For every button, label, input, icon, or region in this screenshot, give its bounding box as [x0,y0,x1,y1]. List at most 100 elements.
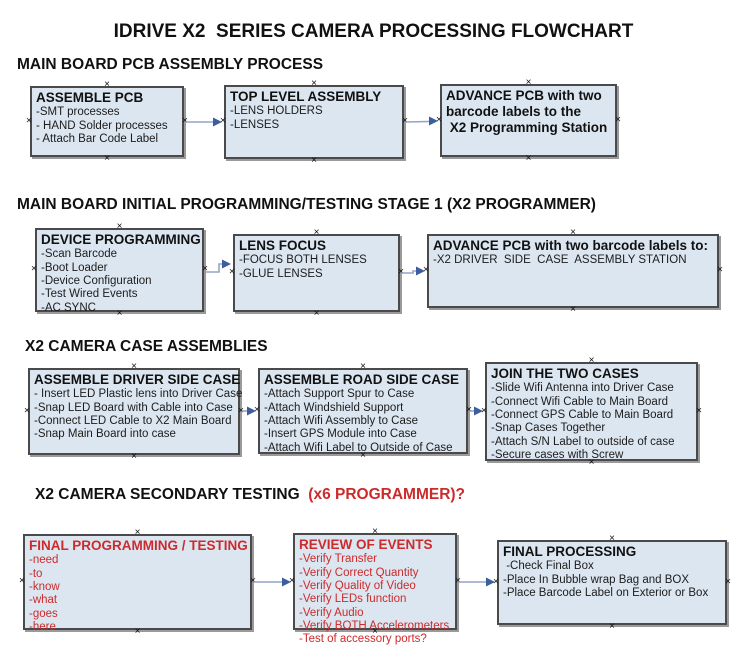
section-heading-secondary-testing-red: (x6 PROGRAMMER)? [308,486,466,503]
flow-box-assemble-pcb: ASSEMBLE PCB -SMT processes - HAND Solde… [26,80,188,164]
flow-box-advance-pcb-programming-station: ADVANCE PCB with two barcode labels to t… [436,78,621,164]
connection-handle-icon: × [289,575,295,586]
flow-box-assemble-road-side-case: ASSEMBLE ROAD SIDE CASE -Attach Support … [254,362,472,461]
connection-handle-icon: × [455,575,461,586]
box-title: ADVANCE PCB with two barcode labels to: [433,238,709,253]
connection-handle-icon: × [588,457,595,468]
section-heading-secondary-testing-black: X2 CAMERA SECONDARY TESTING [35,486,309,503]
connection-handle-icon: × [402,115,408,127]
box-step: -Place In Bubble wrap Bag and BOX [503,573,690,586]
box-title: ASSEMBLE PCB [36,90,144,105]
connector-arrow [402,266,425,276]
box-step: -Attach Support Spur to Case [264,388,415,401]
connection-handle-icon: × [717,264,723,276]
flow-box-final-programming-testing: FINAL PROGRAMMING / TESTING -need -to -k… [19,528,256,637]
box-step: -Attach Wifi Assembly to Case [264,414,419,427]
box-title: ASSEMBLE ROAD SIDE CASE [264,372,460,387]
box-title: FINAL PROGRAMMING / TESTING [29,538,248,553]
box-title: FINAL PROCESSING [503,544,637,559]
box-title: REVIEW OF EVENTS [299,537,433,552]
flow-box-top-level-assembly: TOP LEVEL ASSEMBLY -LENS HOLDERS -LENSES… [220,79,408,166]
connection-handle-icon: × [104,79,110,90]
connection-handle-icon: × [696,405,702,416]
connector-arrow [206,259,231,273]
connection-handle-icon: × [116,308,123,319]
box-title: X2 Programming Station [446,120,608,136]
box-step: -Place Barcode Label on Exterior or Box [503,586,709,599]
connection-handle-icon: × [229,266,235,278]
flow-box-advance-pcb-driver-side-station: ADVANCE PCB with two barcode labels to: … [423,228,723,315]
connection-handle-icon: × [525,77,532,88]
flowchart-title: IDRIVE X2 SERIES CAMERA PROCESSING FLOWC… [113,21,634,42]
section-heading-initial-programming: MAIN BOARD INITIAL PROGRAMMING/TESTING S… [17,196,596,213]
connection-handle-icon: × [313,308,320,319]
box-step: -Boot Loader [41,261,108,274]
connection-handle-icon: × [202,263,208,275]
connection-handle-icon: × [134,527,141,538]
connection-handle-icon: × [104,153,110,164]
connection-handle-icon: × [570,304,576,315]
connection-handle-icon: × [570,227,576,238]
connector-arrow [254,577,291,587]
box-step: -Snap Cases Together [491,422,606,435]
box-step: - Attach Bar Code Label [36,132,159,145]
box-step: -LENSES [230,118,280,131]
connection-handle-icon: × [182,115,188,126]
box-title: ASSEMBLE DRIVER SIDE CASE [34,372,241,387]
box-step: -X2 DRIVER SIDE CASE ASSEMBLY STATION [433,254,687,267]
flow-box-assemble-driver-side-case: ASSEMBLE DRIVER SIDE CASE - Insert LED P… [24,362,244,462]
connection-handle-icon: × [372,626,378,637]
box-step: -need [29,554,59,567]
connector-arrow [405,116,438,126]
connection-handle-icon: × [116,221,123,232]
connection-handle-icon: × [493,576,499,587]
box-title: DEVICE PROGRAMMING [41,232,201,247]
box-step: -AC SYNC [41,301,96,314]
box-step: -Scan Barcode [41,248,118,261]
box-step: -Verify Quality of Video [299,579,416,592]
box-step: -Connect GPS Cable to Main Board [491,408,674,421]
connection-handle-icon: × [398,266,404,278]
box-step: -Check Final Box [503,560,594,573]
flow-box-device-programming: DEVICE PROGRAMMING -Scan Barcode -Boot L… [31,222,208,319]
box-step: - Insert LED Plastic lens into Driver Ca… [34,388,243,401]
box-step: -to [29,567,43,580]
box-step: -SMT processes [36,106,120,119]
flow-box-review-of-events: REVIEW OF EVENTS -Verify Transfer -Verif… [289,527,461,646]
box-step: -Attach S/N Label to outside of case [491,435,675,448]
box-step: -Connect LED Cable to X2 Main Board [34,414,232,427]
connection-handle-icon: × [466,404,472,416]
box-step: - HAND Solder processes [36,119,168,132]
box-step: -Test of accessory ports? [299,633,427,646]
box-title: barcode labels to the [446,104,582,120]
box-step: -Insert GPS Module into Case [264,428,417,441]
connection-handle-icon: × [311,78,317,89]
section-heading-secondary-testing: X2 CAMERA SECONDARY TESTING (x6 PROGRAMM… [35,486,465,504]
connection-handle-icon: × [615,114,621,125]
box-step: -know [29,580,60,593]
box-step: -Snap LED Board with Cable into Case [34,401,233,414]
box-step: -Verify Correct Quantity [299,566,419,579]
flow-box-join-the-two-cases: JOIN THE TWO CASES -Slide Wifi Antenna i… [481,356,702,468]
connection-handle-icon: × [134,626,141,637]
connection-handle-icon: × [19,575,25,587]
connection-handle-icon: × [436,114,442,125]
connection-handle-icon: × [250,575,256,587]
connection-handle-icon: × [609,621,615,632]
connection-handle-icon: × [26,115,32,126]
connection-handle-icon: × [31,263,37,275]
box-step: -Verify Transfer [299,553,377,566]
connection-handle-icon: × [313,227,320,238]
flow-box-lens-focus: LENS FOCUS -FOCUS BOTH LENSES -GLUE LENS… [229,228,404,319]
connection-handle-icon: × [238,405,244,416]
connection-handle-icon: × [609,533,615,544]
box-step: -Verify Audio [299,606,364,619]
box-title: JOIN THE TWO CASES [491,366,639,381]
connection-handle-icon: × [24,405,30,416]
box-step: -what [29,594,58,607]
connection-handle-icon: × [481,405,487,416]
connection-handle-icon: × [131,361,137,372]
connection-handle-icon: × [525,153,532,164]
box-step: -Device Configuration [41,274,152,287]
